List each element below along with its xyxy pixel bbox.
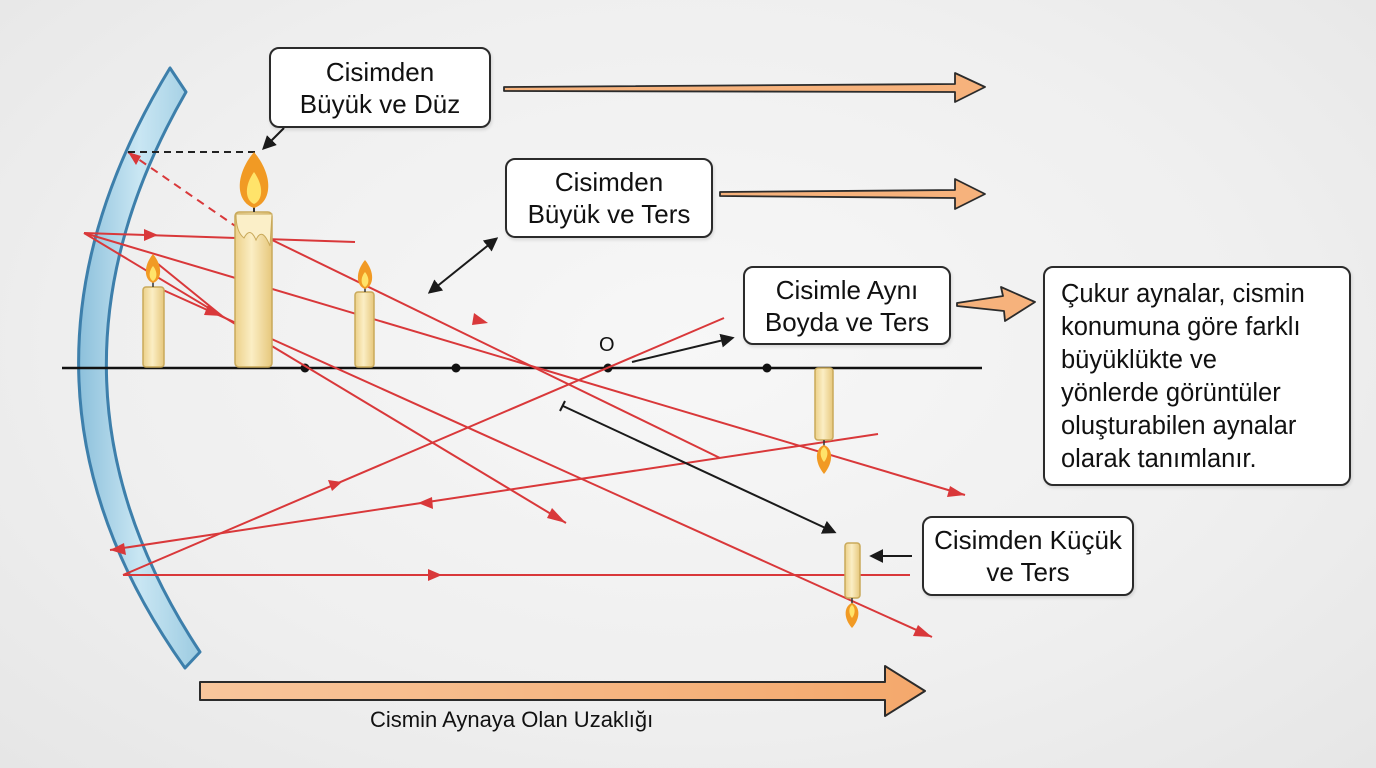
axis-point-far <box>762 363 772 373</box>
arrow-same-size <box>956 286 1036 322</box>
label-same-size: Cisimle Aynı Boyda ve Ters <box>743 266 951 345</box>
label-line: Büyük ve Düz <box>299 88 461 119</box>
label-line: ve Ters <box>986 557 1070 587</box>
description-line: olarak tanımlanır. <box>1061 445 1257 473</box>
candle-inverted-small <box>844 542 861 628</box>
center-point-label: O <box>599 334 615 356</box>
pointer-arrows <box>262 127 912 563</box>
ray-arrowheads <box>110 152 965 637</box>
label-large-upright: Cisimden Büyük ve Düz <box>269 47 491 128</box>
label-line: Büyük ve Ters <box>527 199 691 229</box>
description-line: konumuna göre farklı <box>1061 313 1301 341</box>
distance-axis-label: Cismin Aynaya Olan Uzaklığı <box>370 707 654 732</box>
description-line: oluşturabilen aynalar <box>1061 412 1297 440</box>
label-line: Cisimden Küçük <box>934 525 1122 555</box>
label-large-inverted: Cisimden Büyük ve Ters <box>505 158 713 238</box>
label-line: Cisimden <box>325 56 435 87</box>
arrow-large-inverted <box>719 178 986 210</box>
description-line: yönlerde görüntüler <box>1061 379 1281 407</box>
label-line: Cisimle Aynı <box>775 274 919 305</box>
orange-arrows <box>503 72 1036 322</box>
description-box: Çukur aynalar, cismin konumuna göre fark… <box>1043 266 1351 486</box>
axis-point-2f <box>451 363 461 373</box>
label-line: Boyda ve Ters <box>764 306 930 337</box>
label-small-inverted: Cisimden Küçük ve Ters <box>922 516 1134 596</box>
description-line: Çukur aynalar, cismin <box>1061 280 1305 308</box>
candle-small-left <box>142 254 165 368</box>
candle-medium <box>354 260 375 368</box>
candle-large-upright-image <box>234 152 273 368</box>
concave-mirror <box>77 66 202 670</box>
arrow-large-upright <box>503 72 986 103</box>
candle-inverted-same-size <box>814 367 834 474</box>
label-line: Cisimden <box>554 167 664 197</box>
distance-arrow <box>199 665 926 717</box>
description-line: büyüklükte ve <box>1061 346 1217 374</box>
